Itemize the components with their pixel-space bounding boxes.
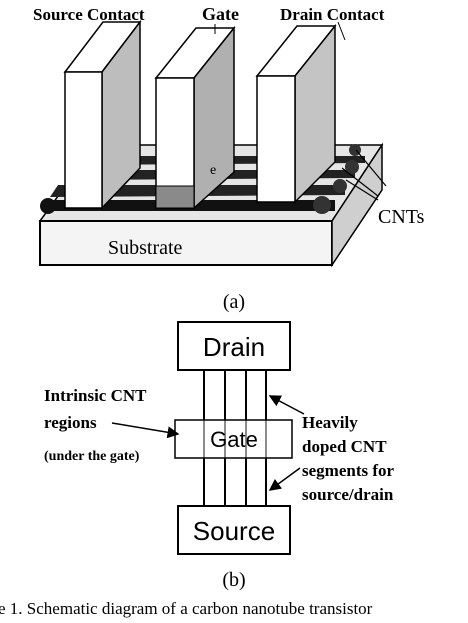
substrate-side [331,142,383,268]
doped-annotation-line1: Heavily [302,413,358,432]
source-block [177,505,291,555]
drain-contact-label: Drain Contact [280,5,385,24]
substrate-front [39,220,333,266]
drain-block-label: Drain [203,332,265,362]
doped-annotation-line4: source/drain [302,485,394,504]
substrate-label: Substrate [108,237,183,259]
intrinsic-annotation-line3: (under the gate) [44,449,140,464]
intrinsic-arrow [111,422,180,439]
drain-contact-block [255,23,337,204]
doped-arrow-down [268,467,301,491]
top-view-diagram: Drain Gate Source Intrinsic CNT regions … [44,321,395,555]
drain-leader-line [337,21,346,41]
gate-block-topview [174,419,293,459]
cnts-label: CNTs [378,206,425,228]
intrinsic-annotation-line2: regions [44,413,97,432]
figure-caption: e 1. Schematic diagram of a carbon nanot… [0,599,373,618]
doped-arrow-up [268,395,305,415]
electron-symbol: e [210,163,216,178]
source-block-label: Source [193,516,275,546]
drain-block [177,321,291,371]
doped-annotation-line3: segments for [302,461,395,480]
cnt-leader-lines [341,149,387,201]
source-contact-block [63,19,142,210]
caption-b: (b) [222,569,245,591]
source-contact-label: Source Contact [33,5,145,24]
cnt-ends [40,144,361,214]
doped-annotation-line2: doped CNT [302,437,387,456]
caption-a: (a) [223,291,245,313]
gate-block [154,25,236,210]
intrinsic-annotation-line1: Intrinsic CNT [44,386,147,405]
gate-block-label: Gate [210,427,258,452]
gate-label-top: Gate [202,4,239,24]
schematic-3d: e Source Contact Gate Drain Contact CNTs… [33,4,425,268]
